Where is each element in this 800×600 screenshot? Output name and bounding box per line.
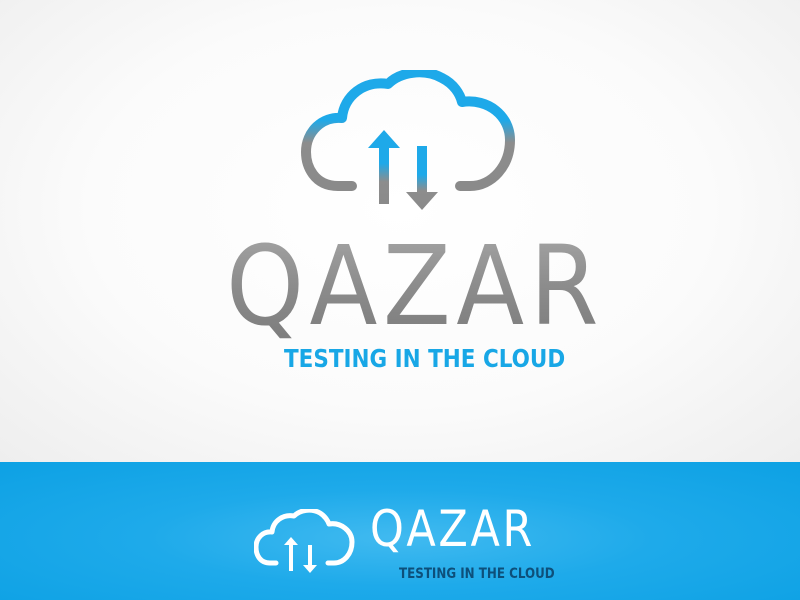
light-logo-panel: QAZAR TESTING IN THE CLOUD (0, 0, 800, 462)
svg-text:QAZAR: QAZAR (226, 222, 604, 340)
logo-wordmark: QAZAR (226, 222, 604, 340)
logo-wordmark-small: QAZAR (370, 500, 535, 558)
cloud-upload-download-icon (254, 509, 355, 573)
logo-tagline: TESTING IN THE CLOUD (284, 344, 566, 373)
logo-tagline-small: TESTING IN THE CLOUD (399, 566, 555, 582)
blue-logo-panel (0, 462, 800, 600)
cloud-upload-download-icon (301, 70, 515, 210)
